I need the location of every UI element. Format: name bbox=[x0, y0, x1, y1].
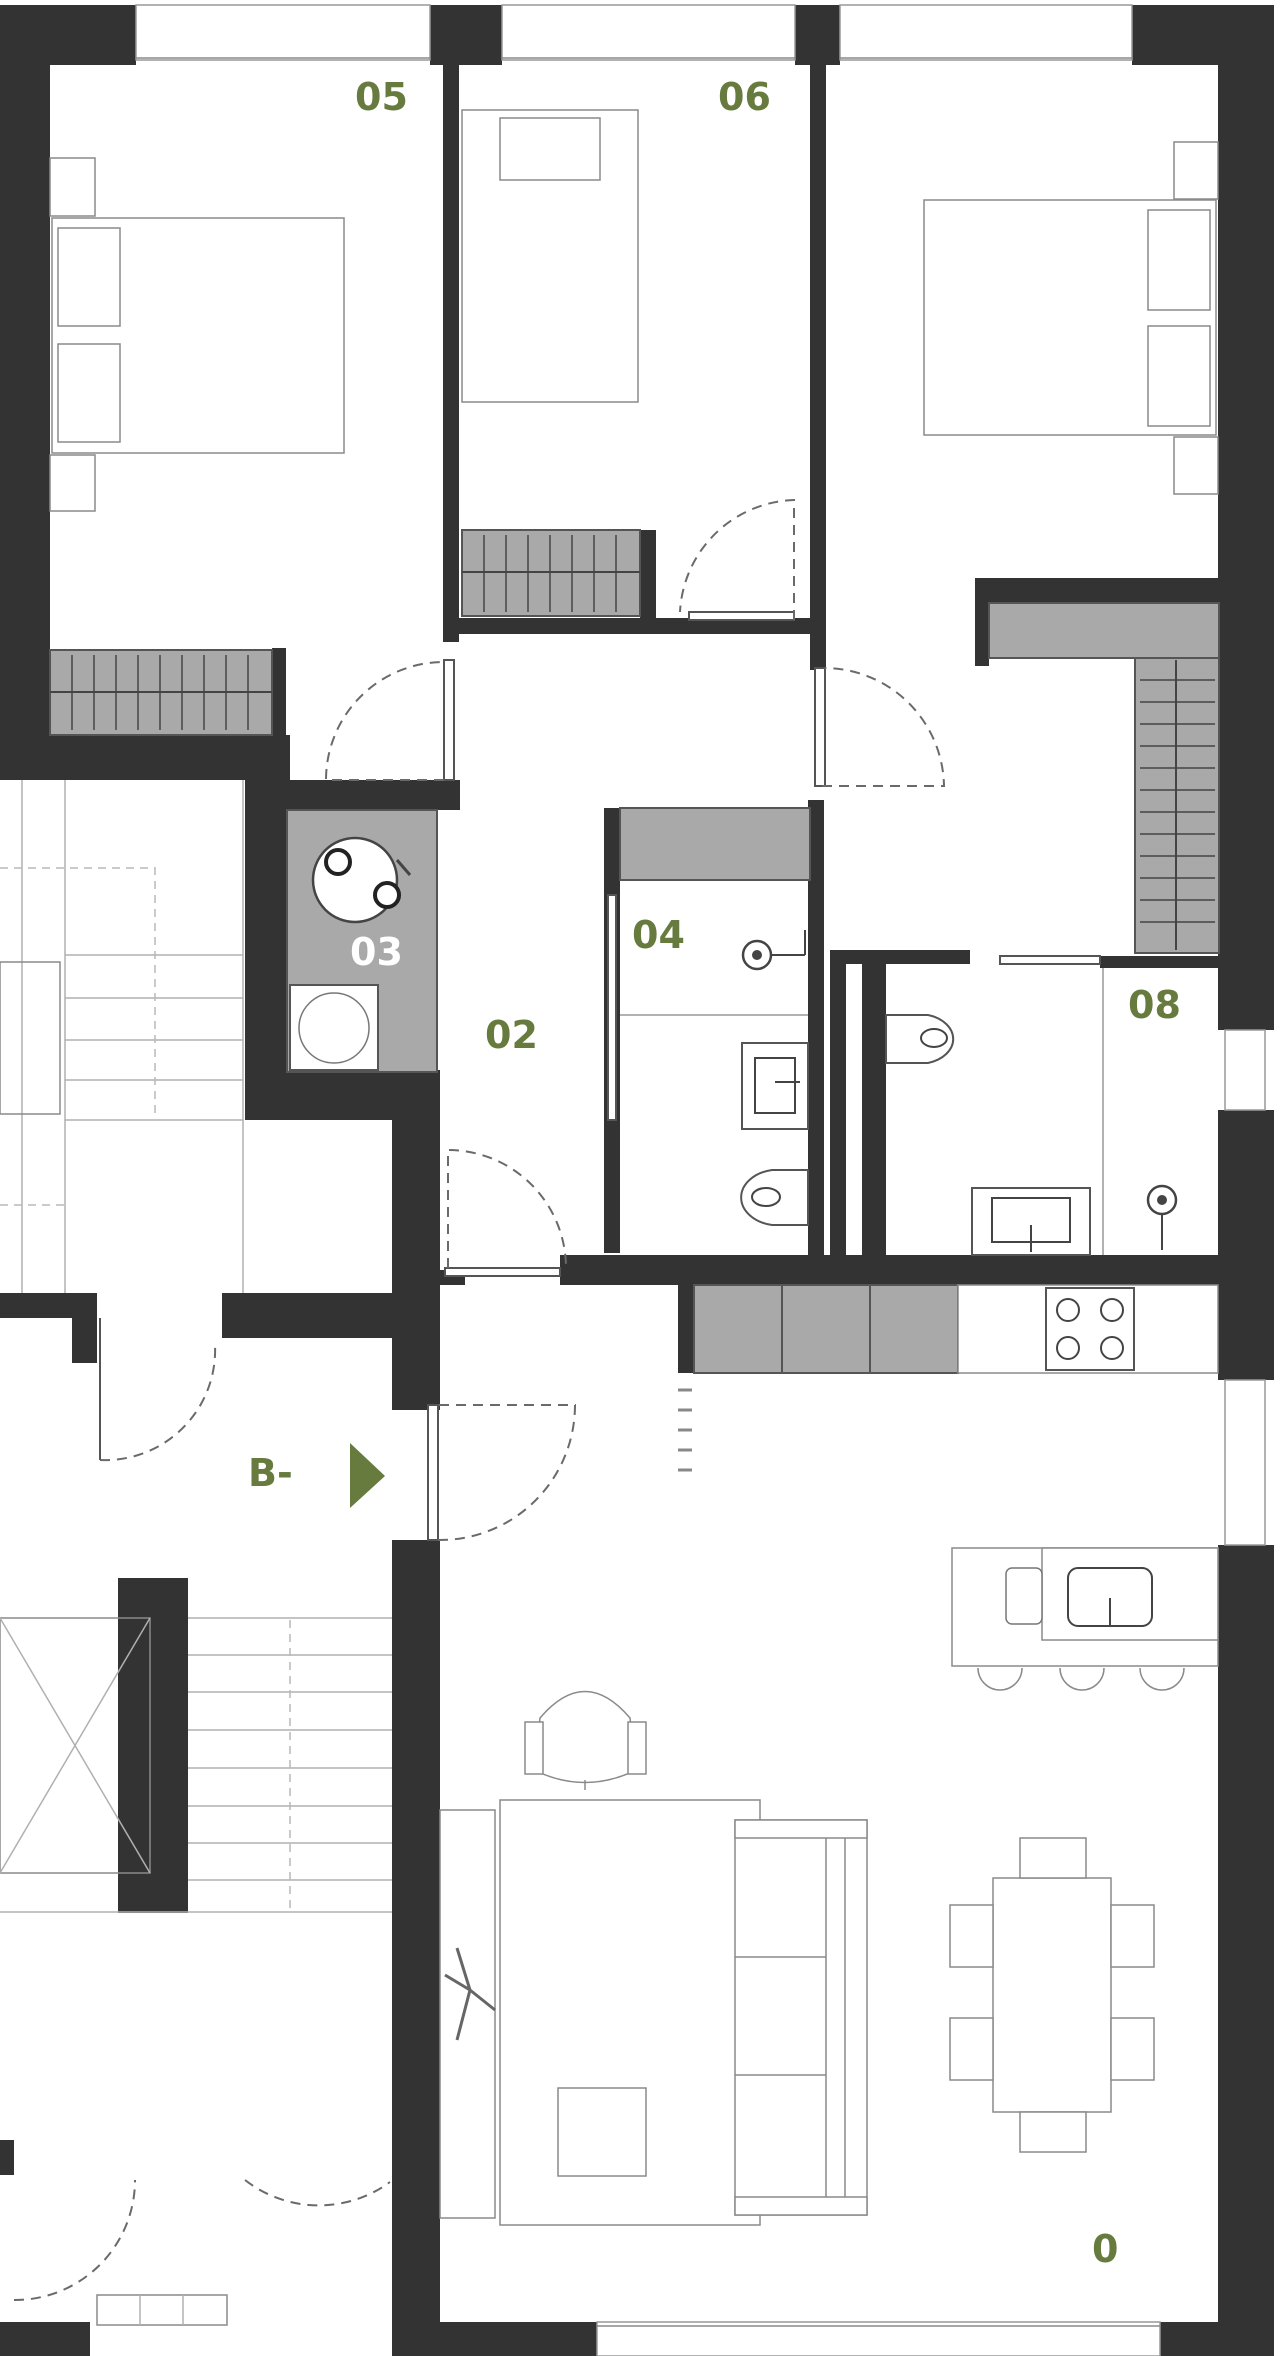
sofa bbox=[734, 1819, 868, 2216]
room-label-04: 04 bbox=[632, 913, 685, 957]
bathroom-08: 08 bbox=[885, 968, 1181, 1256]
dining-table bbox=[992, 1877, 1112, 2113]
kitchen bbox=[678, 1284, 1219, 1691]
windows bbox=[135, 4, 1266, 2356]
pillow bbox=[1147, 209, 1211, 311]
closet-03: 03 bbox=[286, 809, 438, 1073]
nightstand bbox=[49, 157, 96, 217]
hall-02: 02 bbox=[485, 1013, 538, 1057]
toilet bbox=[885, 1014, 955, 1064]
pillow bbox=[1147, 325, 1211, 427]
wardrobe bbox=[988, 602, 1220, 659]
nightstand bbox=[49, 454, 96, 512]
entrance-label: B- bbox=[248, 1451, 293, 1495]
bedroom-05: 05 bbox=[49, 75, 408, 736]
tv-cabinet bbox=[439, 1809, 496, 2219]
entrance-arrow-icon bbox=[350, 1443, 385, 1508]
pillow bbox=[57, 227, 121, 327]
sliding-door bbox=[607, 894, 617, 1121]
sliding-door bbox=[999, 955, 1101, 965]
nightstand bbox=[1173, 141, 1219, 200]
cooktop bbox=[1045, 1287, 1135, 1371]
pillow bbox=[57, 343, 121, 443]
door-leaf bbox=[443, 659, 455, 781]
stairwell bbox=[0, 780, 392, 2326]
room-label-02: 02 bbox=[485, 1013, 538, 1057]
entrance-marker: B- bbox=[248, 1443, 385, 1508]
door-leaf bbox=[688, 611, 795, 621]
kitchen-cabinet bbox=[869, 1284, 959, 1374]
kitchen-cabinet bbox=[781, 1284, 871, 1374]
room-label-05: 05 bbox=[355, 75, 408, 119]
room-label-06: 06 bbox=[718, 75, 771, 119]
kitchen-cabinet bbox=[693, 1284, 783, 1374]
cabinet bbox=[619, 807, 811, 881]
walls bbox=[0, 5, 1274, 2356]
doors-bedrooms bbox=[13, 498, 1101, 2302]
bedroom-06: 06 bbox=[461, 75, 771, 617]
coffee-table bbox=[557, 2087, 647, 2177]
pillow bbox=[499, 117, 601, 181]
door-leaf bbox=[444, 1267, 561, 1277]
master-bedroom bbox=[923, 141, 1220, 954]
room-label-0: 0 bbox=[1092, 2227, 1118, 2271]
room-label-03: 03 bbox=[350, 930, 403, 974]
room-label-08: 08 bbox=[1128, 983, 1181, 1027]
entrance-door bbox=[427, 1404, 439, 1541]
bathroom-04: 04 bbox=[619, 807, 811, 1226]
living-room-0: 0 bbox=[439, 1690, 1155, 2271]
door-leaf bbox=[814, 667, 826, 787]
nightstand bbox=[1173, 436, 1219, 495]
armchair bbox=[533, 1690, 637, 1784]
